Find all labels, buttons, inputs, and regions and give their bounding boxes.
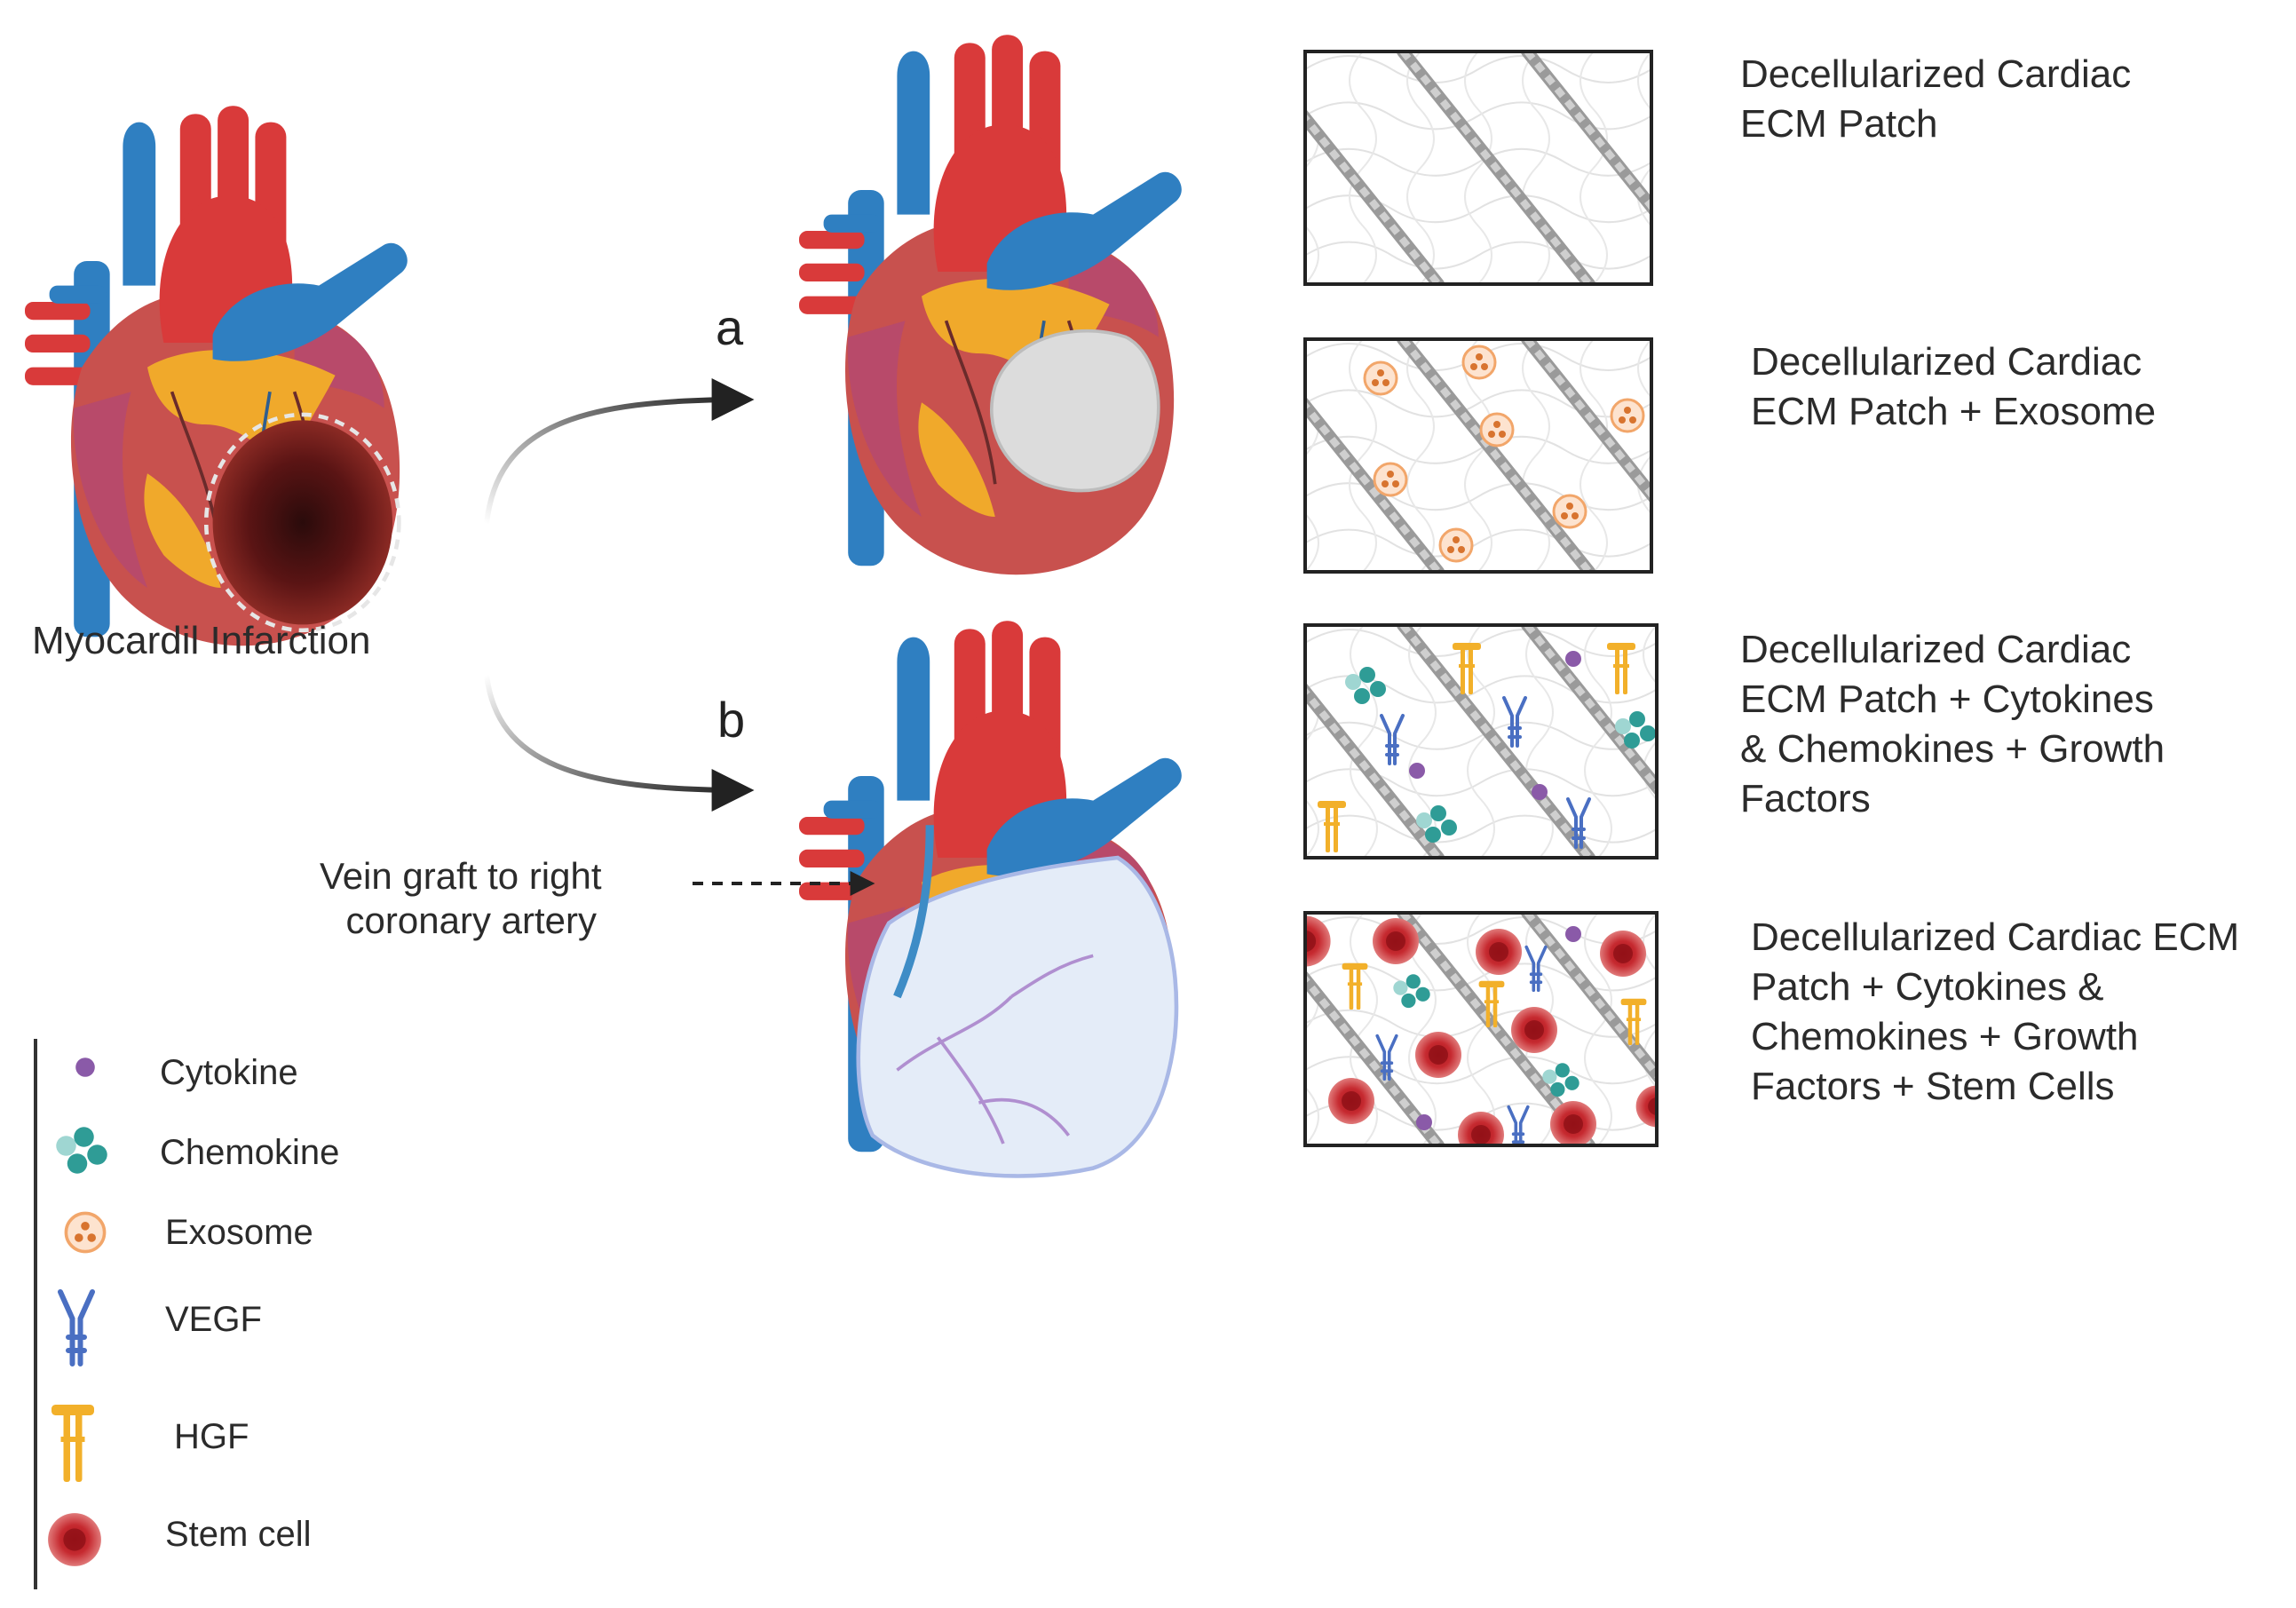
vegf-icon <box>1375 1034 1398 1081</box>
panel-3-title-line-4: Factors <box>1740 777 1871 820</box>
exosome-icon <box>1363 360 1398 396</box>
cytokine-icon <box>1565 926 1581 942</box>
patch-panel-1 <box>1303 50 1653 286</box>
collagen-fiber <box>1307 971 1445 1144</box>
mi-label: Myocardil Infarction <box>32 619 371 662</box>
graft-label-line-2: coronary artery <box>345 899 597 941</box>
patch-panel-4 <box>1303 911 1659 1147</box>
arrow-b <box>484 674 755 812</box>
panel-4-title: Decellularized Cardiac ECM Patch + Cytok… <box>1751 913 2239 1112</box>
legend-label-vegf: VEGF <box>165 1300 262 1339</box>
collagen-fiber <box>1397 627 1595 856</box>
stem-cell-icon <box>1373 918 1419 964</box>
panel-1-title-line-1: Decellularized Cardiac <box>1740 52 2132 96</box>
stem-cell-icon <box>1458 1112 1504 1144</box>
heart-with-graft <box>797 619 1184 1178</box>
panel-4-title-line-1: Decellularized Cardiac ECM <box>1751 915 2240 959</box>
collagen-fiber <box>1521 53 1650 215</box>
graft-label-line-1: Vein graft to right <box>320 855 602 897</box>
chemokine-icon <box>1615 711 1655 749</box>
panel-4-title-line-2: Patch + Cytokines & <box>1751 965 2104 1009</box>
chemokine-icon <box>1416 805 1457 843</box>
collagen-fiber <box>1521 915 1655 1082</box>
panel-3-title-line-1: Decellularized Cardiac <box>1740 628 2132 671</box>
collagen-fiber <box>1307 684 1445 856</box>
collagen-fiber <box>1307 398 1445 570</box>
stem-cell-icon <box>1328 1078 1374 1124</box>
vegf-icon <box>1380 714 1405 765</box>
cytokine-icon <box>1409 763 1425 779</box>
collagen-fiber <box>1397 53 1595 282</box>
exosome-icon <box>64 1211 107 1254</box>
chemokine-icon <box>56 1127 107 1174</box>
stem-cell-icon <box>1550 1101 1596 1144</box>
hgf-icon <box>1478 980 1505 1027</box>
panel-4-title-line-4: Factors + Stem Cells <box>1751 1065 2115 1108</box>
chemokine-icon <box>1345 667 1386 704</box>
cytokine-icon <box>1565 651 1581 667</box>
exosome-icon <box>1479 412 1515 448</box>
legend-label-cytokine: Cytokine <box>160 1053 298 1092</box>
stem-cell-icon <box>1635 1085 1655 1128</box>
collagen-fiber <box>1521 341 1650 503</box>
hgf-icon <box>1453 643 1481 694</box>
collagen-fiber <box>1521 627 1655 795</box>
heart-with-patch <box>797 33 1184 577</box>
graft-label: Vein graft to right coronary artery <box>320 854 602 943</box>
cytokine-icon <box>1416 1114 1432 1130</box>
panel-1-title: Decellularized Cardiac ECM Patch <box>1740 50 2131 149</box>
hgf-icon <box>1607 643 1635 694</box>
legend-label-chemokine: Chemokine <box>160 1133 340 1172</box>
legend-label-exosome: Exosome <box>165 1213 313 1252</box>
chemokine-icon <box>1542 1063 1579 1097</box>
patch-panel-2 <box>1303 337 1653 574</box>
hgf-icon <box>51 1405 94 1482</box>
legend-label-stem-cell: Stem cell <box>165 1515 312 1554</box>
vegf-icon <box>1524 945 1548 992</box>
arrow-a <box>484 378 755 525</box>
vegf-icon <box>1566 797 1591 849</box>
panel-4-title-line-3: Chemokines + Growth <box>1751 1015 2139 1058</box>
hgf-icon <box>1620 998 1647 1045</box>
hgf-icon <box>1318 801 1346 852</box>
chemokine-icon <box>1393 974 1430 1009</box>
stem-cell-icon <box>1415 1032 1461 1078</box>
legend-icons <box>48 1057 107 1566</box>
panel-2-title-line-1: Decellularized Cardiac <box>1751 340 2142 384</box>
vegf-icon <box>58 1289 95 1366</box>
legend-label-hgf: HGF <box>174 1417 249 1456</box>
stem-cell-icon <box>1511 1007 1557 1053</box>
panel-3-title-line-3: & Chemokines + Growth <box>1740 727 2165 771</box>
vegf-icon <box>1507 1105 1530 1144</box>
stem-cell-icon <box>1600 931 1646 977</box>
panel-2-title-line-2: ECM Patch + Exosome <box>1751 390 2157 433</box>
path-b-label: b <box>717 692 746 748</box>
panel-3-title-line-2: ECM Patch + Cytokines <box>1740 677 2154 721</box>
path-a-label: a <box>716 299 744 355</box>
exosome-icon <box>1373 462 1408 497</box>
exosome-icon <box>1610 398 1645 433</box>
panel-2-title: Decellularized Cardiac ECM Patch + Exoso… <box>1751 337 2156 437</box>
stem-cell-icon <box>48 1513 101 1566</box>
collagen-fiber <box>1307 110 1445 282</box>
collagen-fiber <box>1397 341 1595 570</box>
exosome-icon <box>1552 494 1587 529</box>
cytokine-icon <box>75 1057 95 1077</box>
exosome-icon <box>1438 527 1474 563</box>
hgf-icon <box>1342 962 1368 1010</box>
patch-panel-3 <box>1303 623 1659 859</box>
stem-cell-icon <box>1307 915 1331 967</box>
cytokine-icon <box>1532 784 1548 800</box>
stem-cell-icon <box>1476 929 1522 975</box>
vegf-icon <box>1502 696 1527 748</box>
exosome-icon <box>1461 345 1497 380</box>
panel-1-title-line-2: ECM Patch <box>1740 102 1938 146</box>
mi-heart <box>23 104 409 648</box>
panel-3-title: Decellularized Cardiac ECM Patch + Cytok… <box>1740 625 2165 824</box>
